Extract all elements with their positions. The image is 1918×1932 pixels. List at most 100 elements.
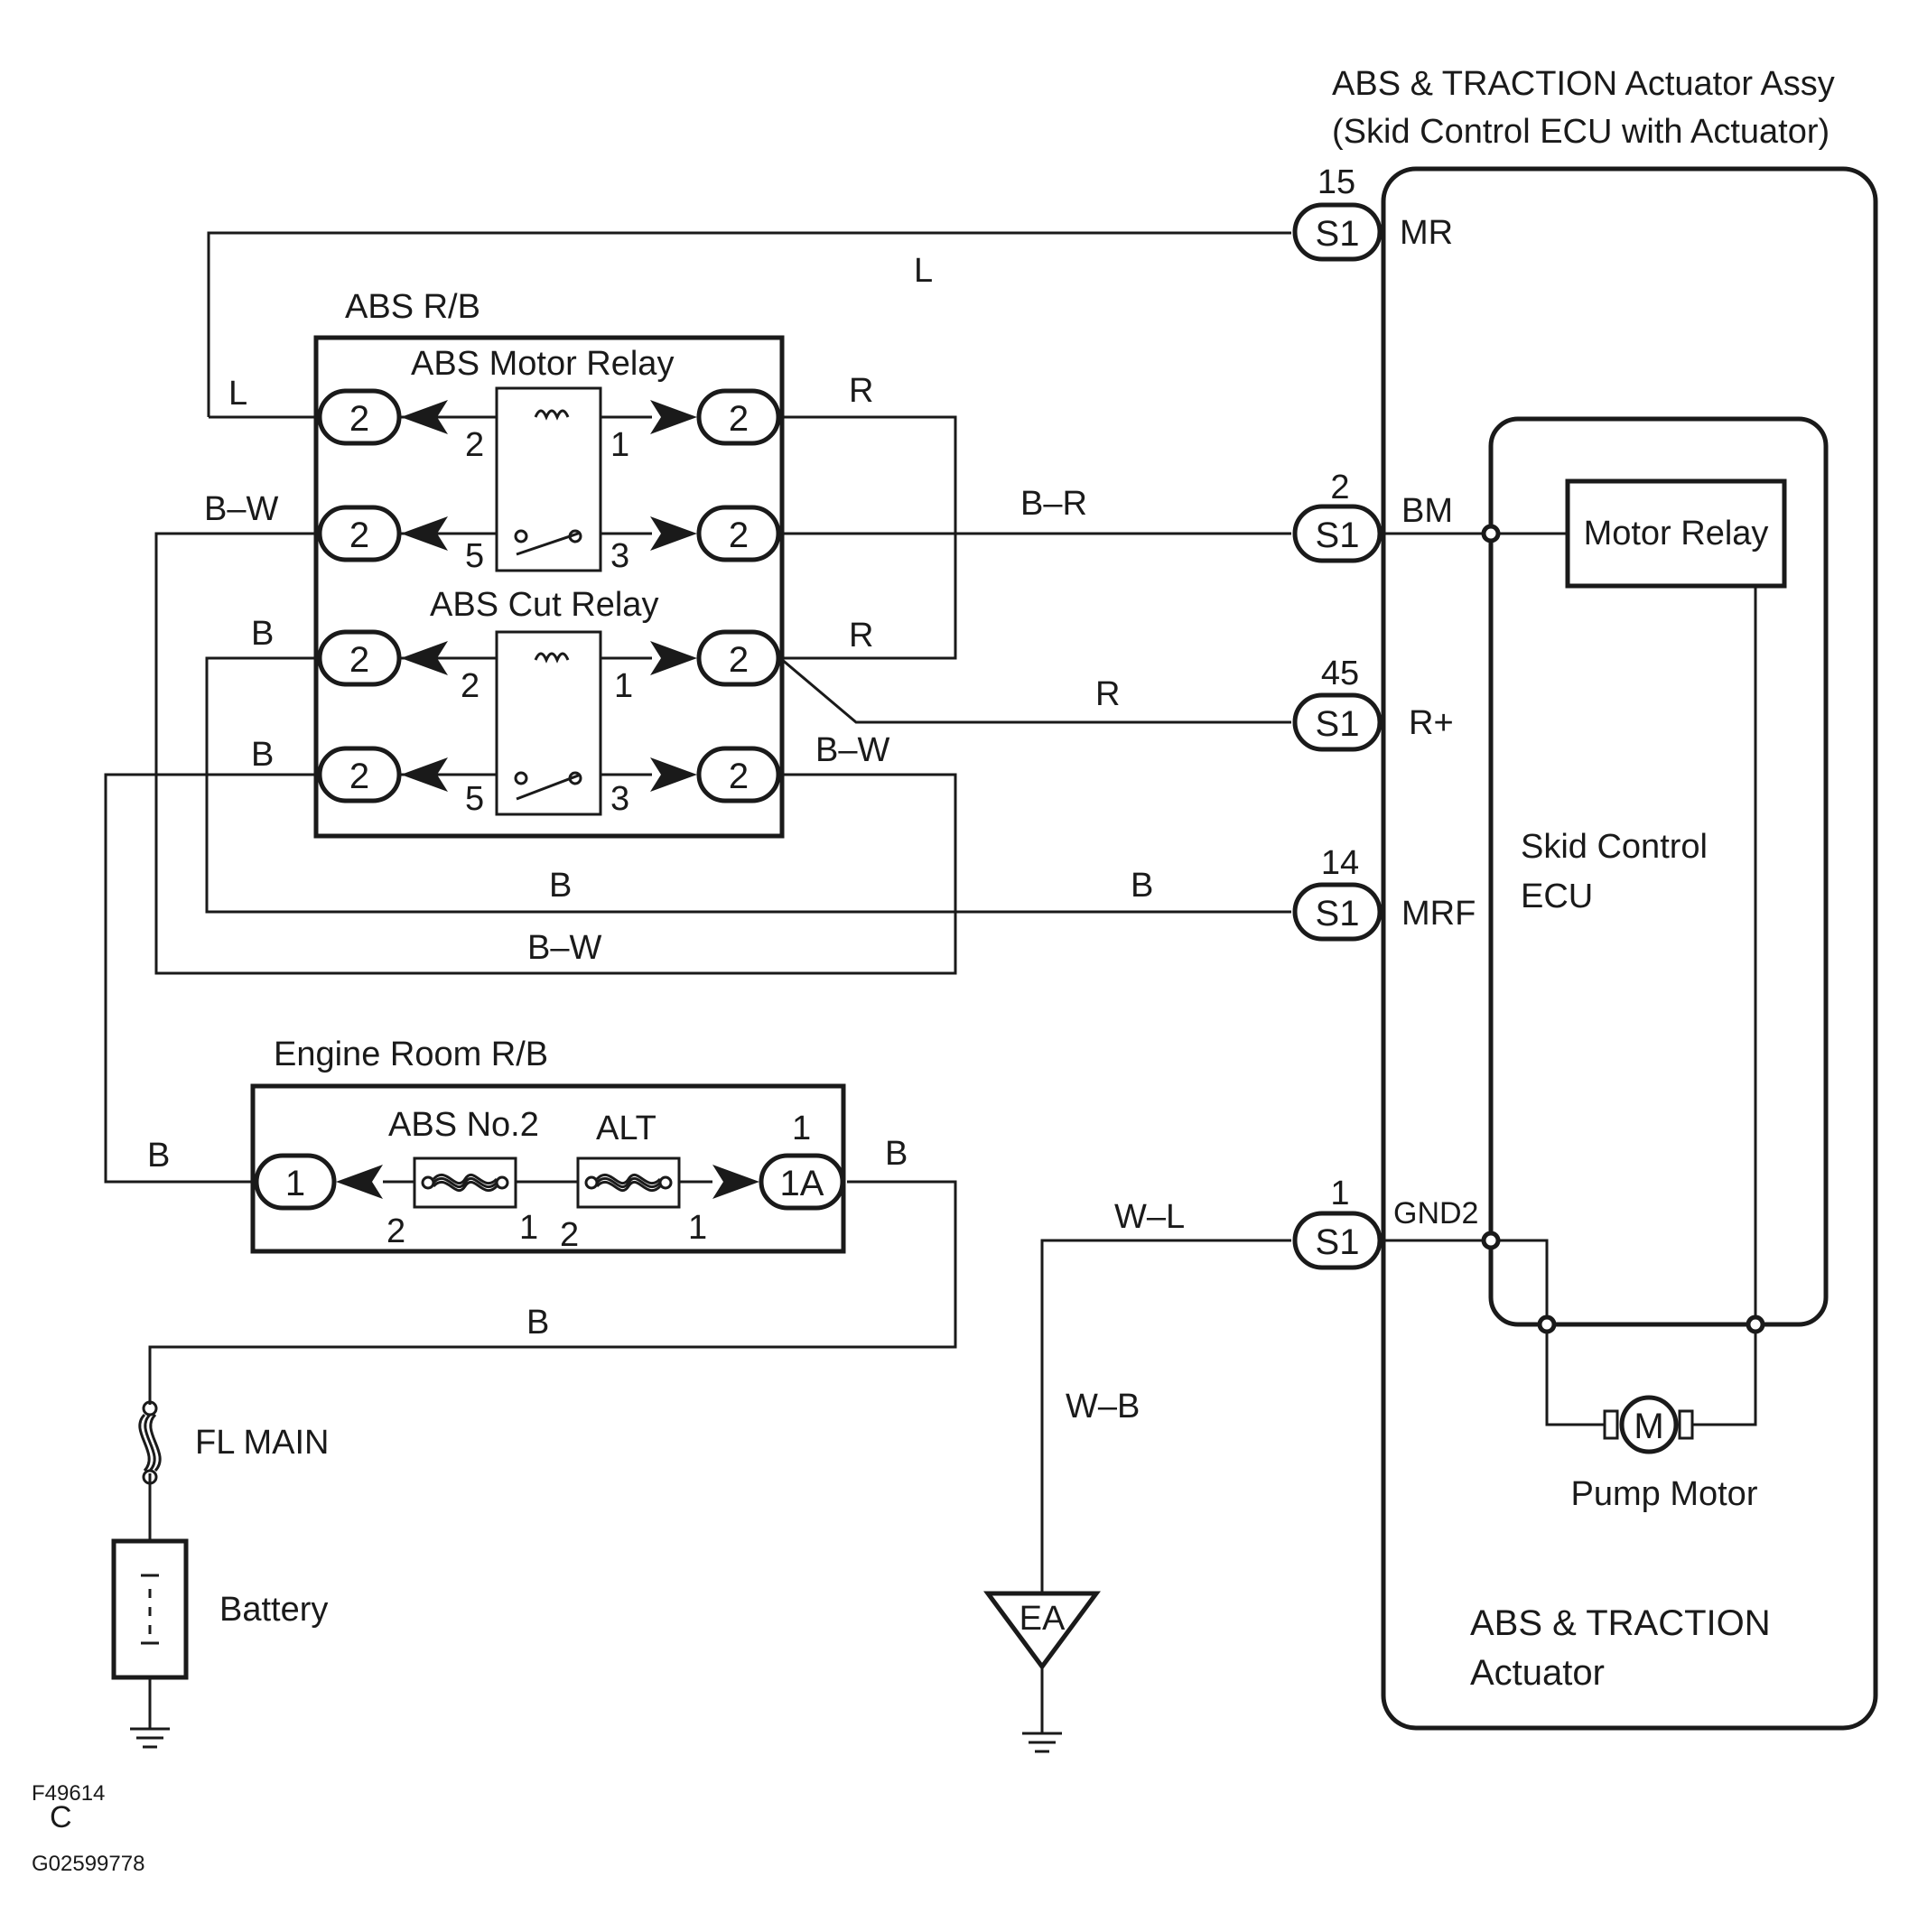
wire-label: R	[849, 617, 873, 655]
connector-arrow	[650, 400, 697, 434]
connector-arrow	[401, 641, 448, 675]
connector-arrow	[401, 757, 448, 792]
wire-label: R	[1095, 675, 1120, 713]
actuator-title-line1: ABS & TRACTION Actuator Assy	[1332, 65, 1835, 103]
connector-2	[696, 505, 781, 562]
motor-relay-contact	[514, 529, 528, 543]
motor-relay-box	[1565, 478, 1787, 589]
engine-room-label: Engine Room R/B	[274, 1036, 548, 1073]
svg-text:1A: 1A	[780, 1164, 824, 1203]
fuse-alt-label: ALT	[596, 1110, 656, 1147]
wire-label: L	[914, 252, 933, 290]
pump-motor-label: Pump Motor	[1571, 1475, 1758, 1513]
skid-ecu-label-line1: Skid Control	[1521, 828, 1708, 866]
connector-2	[696, 388, 781, 446]
connector-arrow	[650, 757, 697, 792]
figure-code: C	[50, 1800, 72, 1834]
terminal-name: MR	[1400, 214, 1453, 252]
terminal-mr	[1292, 202, 1383, 262]
connector-arrow	[401, 400, 448, 434]
wire-b-mrf	[205, 656, 1291, 914]
actuator-assy: ABS & TRACTION Actuator Assy (Skid Contr…	[1292, 65, 1878, 1731]
figure-code: G02599778	[32, 1852, 144, 1876]
abs-rb-box	[313, 335, 785, 839]
svg-text:2: 2	[729, 399, 749, 439]
connector-2	[317, 629, 402, 687]
connector-arrow	[650, 516, 697, 551]
wire-bw-loop	[154, 532, 957, 975]
wire-label: W–B	[1066, 1388, 1140, 1426]
wire-label: B–R	[1020, 485, 1087, 523]
junction-dot	[1481, 524, 1501, 543]
terminal-name: GND2	[1393, 1196, 1478, 1231]
pump-motor-icon	[1619, 1395, 1679, 1454]
wire-b-er	[104, 773, 314, 1184]
wire-label: B	[885, 1135, 908, 1173]
wire-label: R	[849, 372, 873, 410]
wire-label: L	[228, 375, 247, 413]
motor-relay-body	[495, 386, 602, 572]
pin-label: 2	[465, 426, 484, 464]
wire-label: B	[1131, 867, 1153, 905]
terminal-name: BM	[1401, 492, 1453, 530]
pin-label: 1	[792, 1110, 811, 1147]
pin-label: 5	[465, 780, 484, 818]
terminal-mrf	[1292, 882, 1383, 942]
figure-code: F49614	[32, 1781, 105, 1806]
pin-label: 1	[688, 1209, 707, 1247]
terminal-num: 1	[1330, 1175, 1349, 1212]
wire-label: B	[147, 1137, 170, 1175]
terminal-name: R+	[1409, 704, 1454, 742]
pin-label: 1	[614, 667, 633, 705]
terminal-num: 45	[1321, 655, 1359, 692]
ground-point-icon	[983, 1591, 1101, 1671]
svg-text:1: 1	[285, 1164, 305, 1203]
pin-label: 3	[610, 780, 629, 818]
pin-label: 2	[386, 1212, 405, 1250]
wire-wl	[1040, 1239, 1291, 1593]
pin-label: 2	[461, 667, 480, 705]
pin-label: 3	[610, 537, 629, 575]
actuator-label-line1: ABS & TRACTION	[1470, 1603, 1771, 1643]
fuse-element-icon	[595, 1176, 662, 1189]
connector-arrow	[336, 1165, 383, 1199]
fl-main-label: FL MAIN	[195, 1424, 330, 1462]
motor-relay-coil	[534, 409, 570, 421]
pin-label: 1	[610, 426, 629, 464]
connector-arrow	[401, 516, 448, 551]
wire-label: B–W	[815, 731, 889, 769]
connector-1	[254, 1153, 337, 1211]
battery-label: Battery	[219, 1591, 328, 1629]
motor-symbol: M	[1634, 1407, 1663, 1446]
fuse-abs-no2-label: ABS No.2	[388, 1106, 539, 1144]
abs-rb-label: ABS R/B	[345, 288, 480, 326]
wire-label: B–W	[204, 490, 278, 528]
cut-relay-body	[495, 630, 602, 816]
figure-codes: F49614 C G02599778	[32, 1781, 144, 1876]
wire-label: B	[251, 736, 274, 774]
svg-text:S1: S1	[1316, 516, 1360, 555]
connector-arrow	[650, 641, 697, 675]
wire-mr-loop	[207, 231, 1291, 417]
connector-2	[317, 388, 402, 446]
fuse-element-icon	[432, 1176, 498, 1189]
ground-ea: EA	[983, 1591, 1101, 1753]
wire-labels: L L R B–W B–R B R R B B–W B B B–W B B B …	[147, 252, 1185, 1426]
wire-r-motor	[780, 415, 957, 660]
abs-rb-right-connectors: 2 2 2 2	[650, 388, 781, 803]
engine-room-rb: Engine Room R/B ABS No.2 ALT 1 1 1A 2 1 …	[250, 1036, 846, 1254]
cut-relay-switch	[516, 773, 582, 801]
ground-ea-label: EA	[1020, 1600, 1066, 1638]
pin-label: 5	[465, 537, 484, 575]
connector-1a	[759, 1153, 845, 1211]
terminal-r-plus	[1292, 692, 1383, 752]
svg-text:2: 2	[729, 757, 749, 796]
actuator-label-line2: Actuator	[1470, 1653, 1605, 1693]
svg-text:S1: S1	[1316, 214, 1360, 254]
svg-text:S1: S1	[1316, 894, 1360, 933]
engine-room-box	[250, 1083, 846, 1254]
wire-label: B	[251, 615, 274, 653]
terminal-name: MRF	[1401, 895, 1476, 933]
svg-text:S1: S1	[1316, 1222, 1360, 1262]
